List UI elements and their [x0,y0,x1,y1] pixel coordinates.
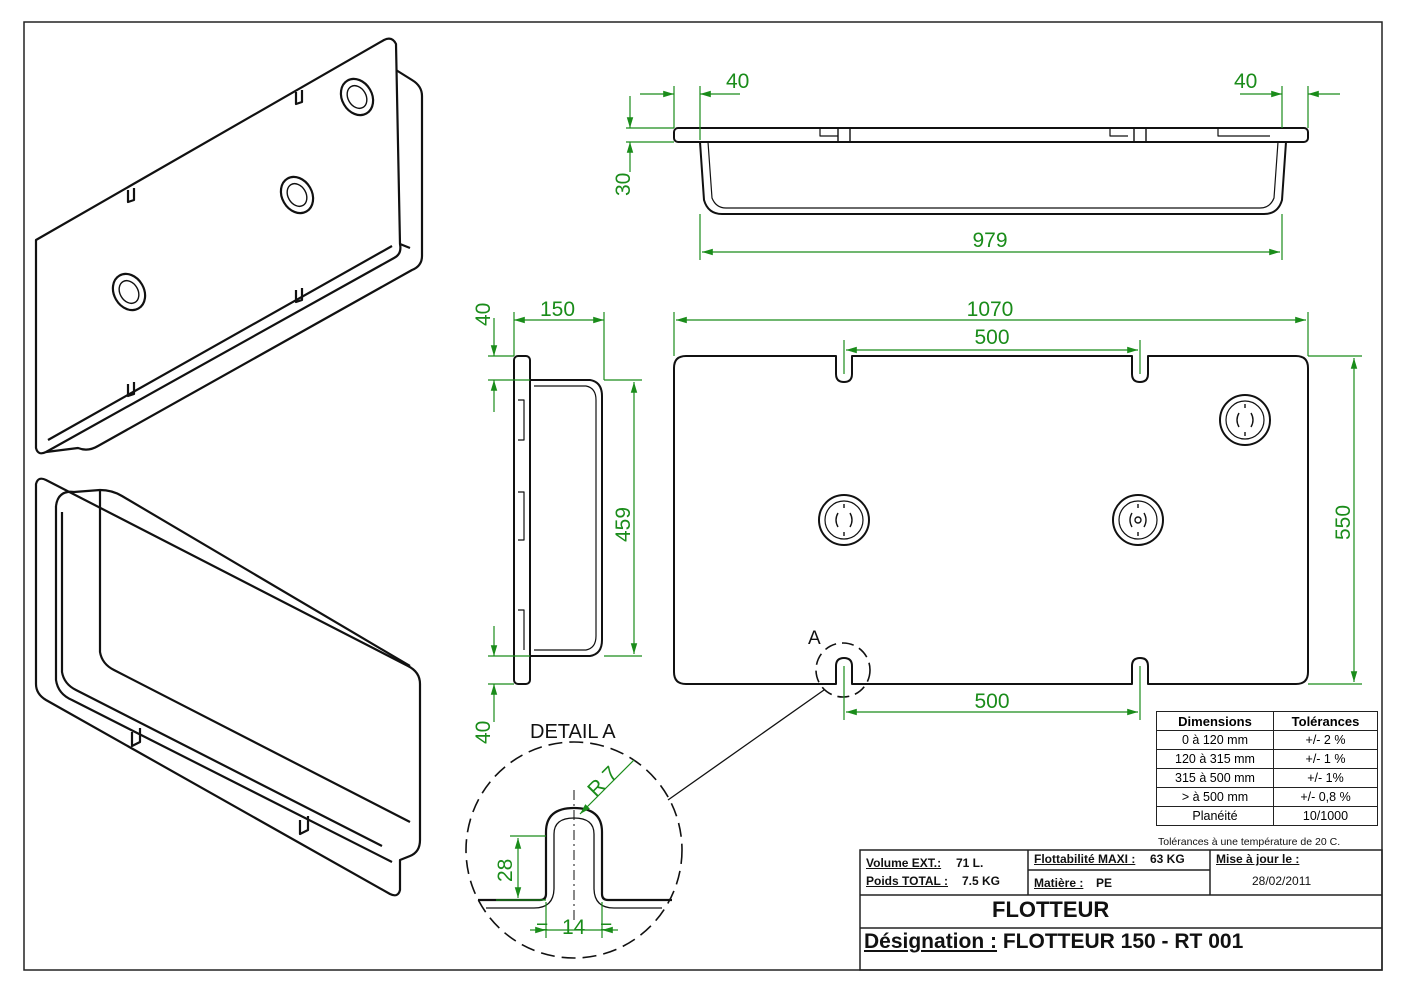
part-name: FLOTTEUR [992,897,1110,922]
tol-cell: +/- 1% [1273,768,1378,788]
detail-equal-right: = [600,916,612,939]
dim-top-left-flange: 40 [726,70,749,93]
weight-label: Poids TOTAL : [866,874,949,888]
detail-depth: 28 [494,859,517,882]
dim-plan-total-length: 1070 [967,298,1014,321]
dim-side-top-flange: 40 [472,303,495,326]
designation-label: Désignation : [864,930,998,953]
volume-value: 71 L. [956,856,984,870]
table-row: > à 500 mm +/- 0,8 % [1156,787,1378,807]
dim-top-height: 30 [612,173,635,196]
detail-marker: A [808,628,821,649]
tol-cell: +/- 0,8 % [1273,787,1378,807]
designation-value: FLOTTEUR 150 - RT 001 [1002,930,1244,953]
detail-a-view [465,741,683,959]
buoyancy-label: Flottabilité MAXI : [1034,852,1136,866]
tol-cell: +/- 2 % [1273,730,1378,750]
table-row: 315 à 500 mm +/- 1% [1156,768,1378,788]
detail-equal-left: = [536,916,548,939]
top-elevation-dims [626,86,1340,260]
title-block-frame [859,849,1383,971]
detail-title: DETAIL A [530,721,616,743]
tol-cell: 120 à 315 mm [1156,749,1274,769]
side-view-dims [488,312,642,722]
table-row: 0 à 120 mm +/- 2 % [1156,730,1378,750]
buoyancy-value: 63 KG [1150,852,1185,866]
weight-value: 7.5 KG [962,874,1001,888]
dim-top-right-flange: 40 [1234,70,1257,93]
plan-view [673,355,1309,685]
update-label: Mise à jour le : [1216,852,1300,866]
dim-top-inner-length: 979 [972,229,1007,252]
top-elevation-view [673,127,1309,215]
designation-line: Désignation : FLOTTEUR 150 - RT 001 [864,930,1243,954]
detail-width: 14 [562,916,586,939]
iso-view-bottom [34,477,422,897]
side-view [513,355,603,685]
table-row: 120 à 315 mm +/- 1 % [1156,749,1378,769]
tol-cell: > à 500 mm [1156,787,1274,807]
detail-a-callout [815,642,871,698]
dim-side-depth: 150 [540,298,575,321]
tolerance-table: Dimensions Tolérances 0 à 120 mm +/- 2 %… [1156,711,1378,826]
dim-side-inner-height: 459 [612,507,635,542]
table-row: Planéité 10/1000 [1156,806,1378,826]
tol-header-tolerances: Tolérances [1273,711,1378,731]
plan-view-dims [673,312,1362,720]
iso-view-top [34,37,424,455]
tol-cell: 0 à 120 mm [1156,730,1274,750]
material-label: Matière : [1034,876,1084,890]
tol-cell: Planéité [1156,806,1274,826]
tol-header-dimensions: Dimensions [1156,711,1274,731]
tol-cell: +/- 1 % [1273,749,1378,769]
tolerance-note: Tolérances à une température de 20 C. [1158,836,1341,848]
material-value: PE [1096,876,1113,890]
volume-label: Volume EXT.: [866,856,942,870]
dim-plan-notch-spacing-bottom: 500 [974,690,1009,713]
detail-radius: R 7 [583,762,622,801]
tol-cell: 315 à 500 mm [1156,768,1274,788]
tol-cell: 10/1000 [1273,806,1378,826]
dim-plan-width: 550 [1332,505,1355,540]
update-value: 28/02/2011 [1252,874,1312,888]
dim-side-bottom-flange: 40 [472,721,495,744]
sheet-border [23,21,1383,971]
dim-plan-notch-spacing-top: 500 [974,326,1009,349]
